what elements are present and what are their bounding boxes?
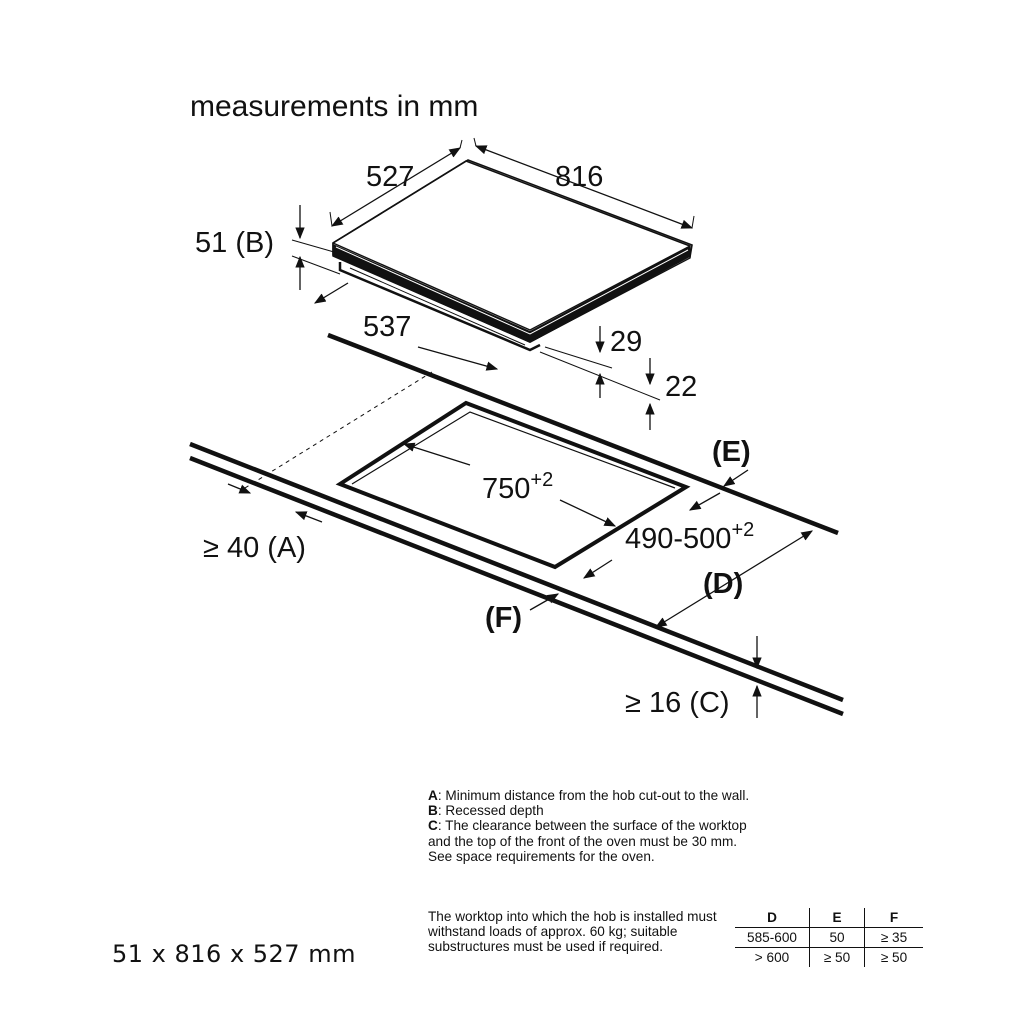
legend-text-c: : The clearance between the surface of t…: [428, 818, 747, 864]
legend-text-a: : Minimum distance from the hob cut-out …: [437, 788, 750, 803]
legend-item-c: C: The clearance between the surface of …: [428, 818, 758, 864]
table-cell: ≥ 35: [864, 927, 923, 948]
worktop: [189, 332, 844, 717]
dim-29-label: 29: [610, 326, 642, 358]
load-note: The worktop into which the hob is instal…: [428, 909, 717, 955]
label-d: (D): [703, 568, 743, 600]
height-b-label: 51 (B): [195, 227, 274, 259]
min-a-label: ≥ 40 (A): [203, 532, 306, 564]
legend-key-c: C: [428, 818, 438, 834]
legend-key-b: B: [428, 803, 438, 819]
label-e: (E): [712, 436, 751, 468]
table-cell: > 600: [754, 950, 790, 965]
width-label: 816: [555, 161, 603, 193]
hob-installation-diagram: measurements in mm 527 816 51 (B) 537 29…: [189, 90, 844, 719]
table-header-f: F: [864, 908, 923, 928]
table-cell: ≥ 50: [809, 947, 865, 967]
clearance-table: D E F 585-600 50 ≥ 35 > 600 ≥ 50 ≥ 50: [735, 908, 923, 967]
table-cell: 585-600: [735, 927, 810, 948]
legend-text-b: : Recessed depth: [437, 803, 544, 819]
overall-size-label: 51 x 816 x 527 mm: [112, 940, 356, 968]
legend-item-b: B: Recessed depth: [428, 803, 758, 818]
dim-22-label: 22: [665, 371, 697, 403]
table-cell: 50: [809, 927, 865, 948]
table-header-e: E: [809, 908, 865, 928]
table-cell: ≥ 50: [880, 950, 908, 965]
depth-dimension-line: [331, 147, 461, 227]
table-row: 585-600 50 ≥ 35: [735, 927, 923, 948]
min-c-label: ≥ 16 (C): [625, 687, 730, 719]
depth-label: 527: [366, 161, 414, 193]
cutout-width-label: 750+2: [482, 469, 553, 505]
table-header-d: D: [735, 908, 810, 928]
label-f: (F): [485, 602, 522, 634]
table-header-row: D E F: [735, 908, 923, 928]
legend: A: Minimum distance from the hob cut-out…: [428, 788, 758, 864]
cutout: [335, 400, 691, 570]
recess-depth-label: 537: [363, 311, 411, 343]
table-row: > 600 ≥ 50 ≥ 50: [735, 947, 923, 967]
diagram-title: measurements in mm: [190, 90, 478, 123]
width-dimension-line: [474, 145, 694, 229]
cutout-depth-label: 490-500+2: [625, 519, 754, 555]
legend-key-a: A: [428, 788, 438, 803]
legend-item-a: A: Minimum distance from the hob cut-out…: [428, 788, 758, 803]
